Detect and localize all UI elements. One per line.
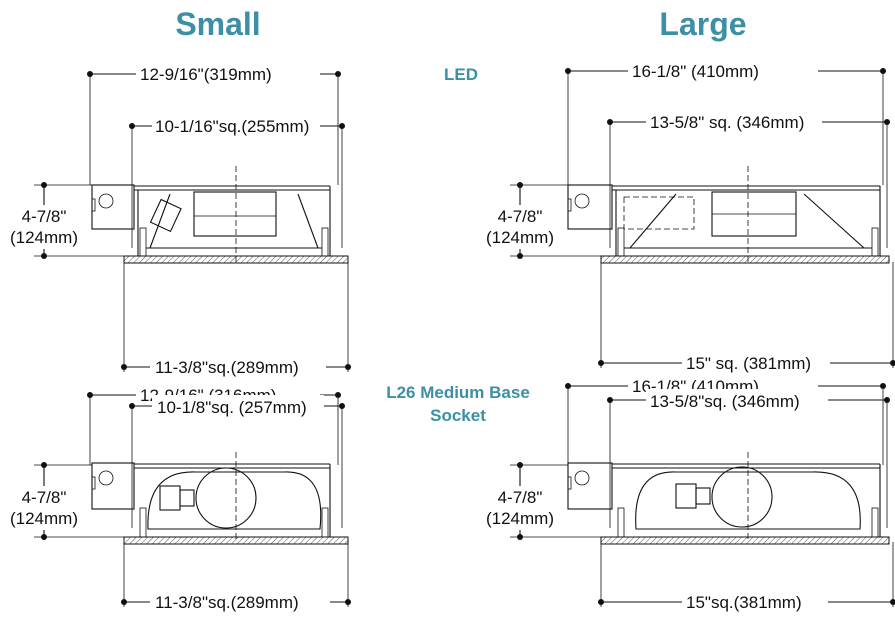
dim-aperture: 10-1/16"sq.(255mm): [155, 117, 309, 136]
dim-trim: 11-3/8"sq.(289mm): [155, 593, 299, 612]
dim-height: 4-7/8": [498, 488, 543, 507]
header-small: Small: [175, 6, 260, 42]
header-large: Large: [659, 6, 746, 42]
dim-overall-width: 16-1/8" (410mm): [632, 62, 759, 81]
dim-aperture: 13-5/8" sq. (346mm): [650, 113, 804, 132]
dim-aperture: 13-5/8"sq. (346mm): [650, 392, 800, 411]
dim-height-mm: (124mm): [486, 509, 554, 528]
dim-overall-width: 12-9/16"(319mm): [140, 65, 272, 84]
panel-l26-small: 12-9/16" (316mm) 10-1/8"sq. (257mm) 4-7/…: [8, 383, 351, 612]
row-label-l26-line1: L26 Medium Base: [386, 383, 530, 402]
row-label-l26-line2: Socket: [430, 406, 486, 425]
dim-height: 4-7/8": [22, 488, 67, 507]
panel-led-small: 12-9/16"(319mm) 10-1/16"sq.(255mm) 4-7/8…: [8, 62, 351, 377]
dim-aperture: 10-1/8"sq. (257mm): [157, 398, 307, 417]
dim-height: 4-7/8": [22, 207, 67, 226]
dim-height: 4-7/8": [498, 207, 543, 226]
dim-height-mm: (124mm): [486, 228, 554, 247]
dim-trim: 15"sq.(381mm): [686, 593, 802, 612]
panel-l26-large: 16-1/8" (410mm) 13-5/8"sq. (346mm) 4-7/8…: [484, 374, 895, 612]
dim-trim: 15" sq. (381mm): [686, 354, 811, 373]
dim-trim: 11-3/8"sq.(289mm): [155, 358, 299, 377]
dim-height-mm: (124mm): [10, 228, 78, 247]
dim-height-mm: (124mm): [10, 509, 78, 528]
panel-led-large: 16-1/8" (410mm) 13-5/8" sq. (346mm) 4-7/…: [484, 59, 895, 373]
row-label-led: LED: [444, 65, 478, 84]
